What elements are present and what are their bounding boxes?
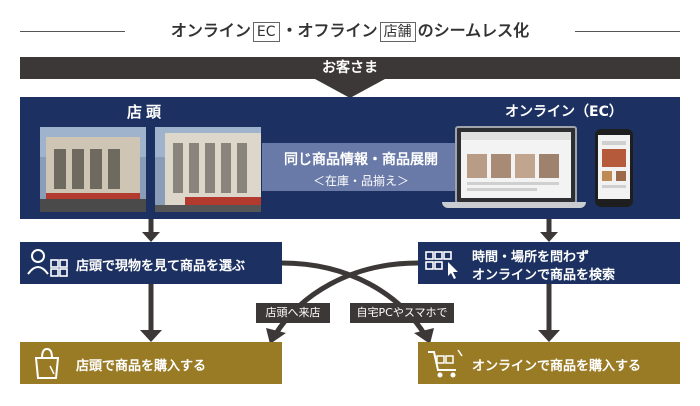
visit-store-label: 店頭へ来店 bbox=[256, 303, 330, 323]
online-browse-line1: 時間・場所を問わず bbox=[472, 250, 590, 265]
title-rule-right bbox=[575, 31, 680, 32]
shared-product-info-box: 同じ商品情報・商品展開 ＜在庫・品揃え＞ bbox=[262, 143, 460, 191]
store-browse-text: 店頭で現物を見て商品を選ぶ bbox=[76, 259, 246, 274]
ec-tag: EC bbox=[252, 21, 280, 42]
store-label: 店頭 bbox=[127, 103, 166, 121]
laptop-icon bbox=[455, 126, 577, 204]
shopping-cart-icon bbox=[428, 349, 463, 378]
store-browse-box: 店頭で現物を見て商品を選ぶ bbox=[20, 242, 282, 284]
online-browse-line2: オンラインで商品を検索 bbox=[472, 268, 616, 283]
smartphone-icon bbox=[595, 129, 633, 207]
store-photo-2 bbox=[155, 127, 261, 212]
store-purchase-box: 店頭で商品を購入する bbox=[20, 342, 282, 384]
shared-info-title: 同じ商品情報・商品展開 bbox=[284, 152, 438, 168]
store-purchase-text: 店頭で商品を購入する bbox=[76, 359, 207, 374]
online-purchase-text: オンラインで商品を購入する bbox=[472, 359, 642, 374]
shared-info-subtitle: ＜在庫・品揃え＞ bbox=[312, 174, 409, 188]
shopping-bag-icon bbox=[34, 347, 60, 379]
banner-arrow bbox=[315, 79, 385, 98]
online-label: オンライン（EC） bbox=[505, 104, 623, 120]
customer-banner: お客さま bbox=[20, 57, 680, 79]
search-grid-icon bbox=[425, 251, 458, 279]
store-photo-1 bbox=[40, 127, 146, 212]
title-rule-left bbox=[20, 31, 125, 32]
at-home-label: 自宅PCやスマホで bbox=[350, 303, 454, 323]
online-purchase-box: オンラインで商品を購入する bbox=[418, 342, 680, 384]
laptop-base bbox=[442, 202, 586, 208]
store-tag: 店舗 bbox=[379, 21, 416, 42]
people-browse-icon bbox=[27, 249, 68, 277]
online-browse-box: 時間・場所を問わず オンラインで商品を検索 bbox=[418, 242, 680, 284]
